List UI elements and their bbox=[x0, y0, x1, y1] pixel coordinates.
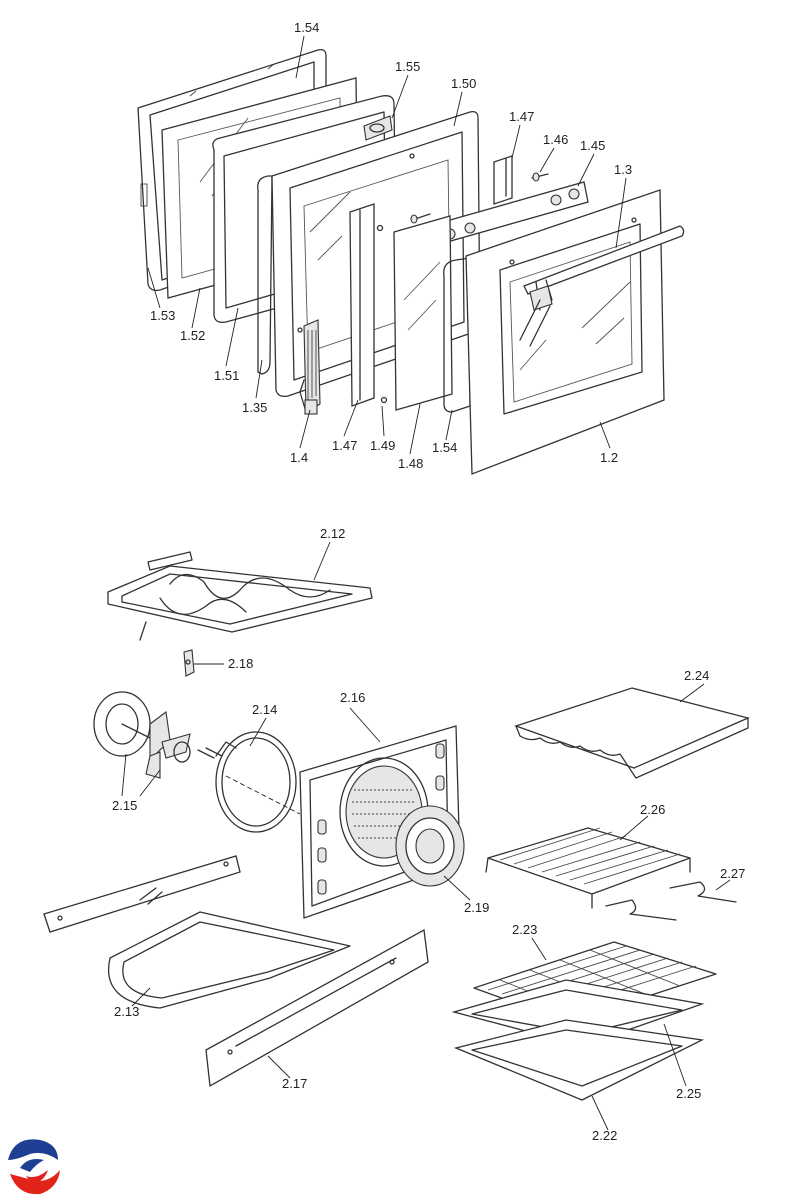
label-2-19: 2.19 bbox=[464, 900, 489, 915]
part-1-35-seal bbox=[257, 175, 273, 375]
label-1-49: 1.49 bbox=[370, 438, 395, 453]
part-2-19-fan-cover bbox=[395, 805, 465, 887]
label-2-25: 2.25 bbox=[676, 1086, 701, 1101]
label-1-35: 1.35 bbox=[242, 400, 267, 415]
label-1-55: 1.55 bbox=[395, 59, 420, 74]
part-1-48-glass bbox=[393, 215, 453, 411]
label-2-27: 2.27 bbox=[720, 866, 745, 881]
part-1-55-clip bbox=[363, 115, 393, 141]
label-2-14: 2.14 bbox=[252, 702, 277, 717]
part-1-3-handle bbox=[519, 225, 685, 347]
label-1-51: 1.51 bbox=[214, 368, 239, 383]
logo-blue-swoosh bbox=[8, 1139, 58, 1160]
part-2-18-clip bbox=[183, 649, 195, 677]
label-1-52: 1.52 bbox=[180, 328, 205, 343]
label-1-46: 1.46 bbox=[543, 132, 568, 147]
part-1-47-bracket-top bbox=[493, 155, 513, 205]
label-1-53: 1.53 bbox=[150, 308, 175, 323]
label-2-22: 2.22 bbox=[592, 1128, 617, 1143]
part-2-27-rack-clips bbox=[605, 881, 737, 921]
label-2-23: 2.23 bbox=[512, 922, 537, 937]
label-2-24: 2.24 bbox=[684, 668, 709, 683]
part-labels: 1.54 1.55 1.50 1.47 1.46 1.45 1.3 1.53 1… bbox=[112, 20, 745, 1143]
part-2-13-bottom-element bbox=[43, 855, 351, 1009]
label-2-17: 2.17 bbox=[282, 1076, 307, 1091]
part-1-46-screw bbox=[531, 172, 549, 182]
label-1-47-bottom: 1.47 bbox=[332, 438, 357, 453]
part-2-24-tray bbox=[513, 687, 750, 779]
part-2-12-grill-element bbox=[107, 551, 373, 641]
label-1-3: 1.3 bbox=[614, 162, 632, 177]
label-1-48: 1.48 bbox=[398, 456, 423, 471]
part-2-14-circular-element bbox=[215, 731, 301, 833]
part-1-2-outer-door bbox=[465, 189, 665, 475]
part-2-17-deflector bbox=[205, 928, 429, 1088]
part-2-22-baking-tray bbox=[453, 1019, 705, 1101]
label-2-16: 2.16 bbox=[340, 690, 365, 705]
label-2-26: 2.26 bbox=[640, 802, 665, 817]
part-2-15-fan-motor bbox=[93, 691, 223, 779]
label-1-4: 1.4 bbox=[290, 450, 308, 465]
label-2-13: 2.13 bbox=[114, 1004, 139, 1019]
label-1-54-bottom: 1.54 bbox=[432, 440, 457, 455]
label-2-18: 2.18 bbox=[228, 656, 253, 671]
oven-internals bbox=[43, 541, 750, 1131]
label-2-12: 2.12 bbox=[320, 526, 345, 541]
brand-logo bbox=[4, 1139, 60, 1196]
label-1-2: 1.2 bbox=[600, 450, 618, 465]
door-assembly bbox=[137, 35, 685, 475]
part-1-47-bracket-lower bbox=[349, 203, 388, 407]
label-1-50: 1.50 bbox=[451, 76, 476, 91]
part-2-26-wire-rack bbox=[485, 827, 691, 909]
logo-blue-inner bbox=[20, 1159, 44, 1172]
label-1-47-top: 1.47 bbox=[509, 109, 534, 124]
part-1-4-hinge bbox=[299, 319, 321, 415]
logo-red-inner bbox=[26, 1170, 48, 1184]
label-2-15: 2.15 bbox=[112, 798, 137, 813]
label-1-45: 1.45 bbox=[580, 138, 605, 153]
label-1-54-top: 1.54 bbox=[294, 20, 319, 35]
